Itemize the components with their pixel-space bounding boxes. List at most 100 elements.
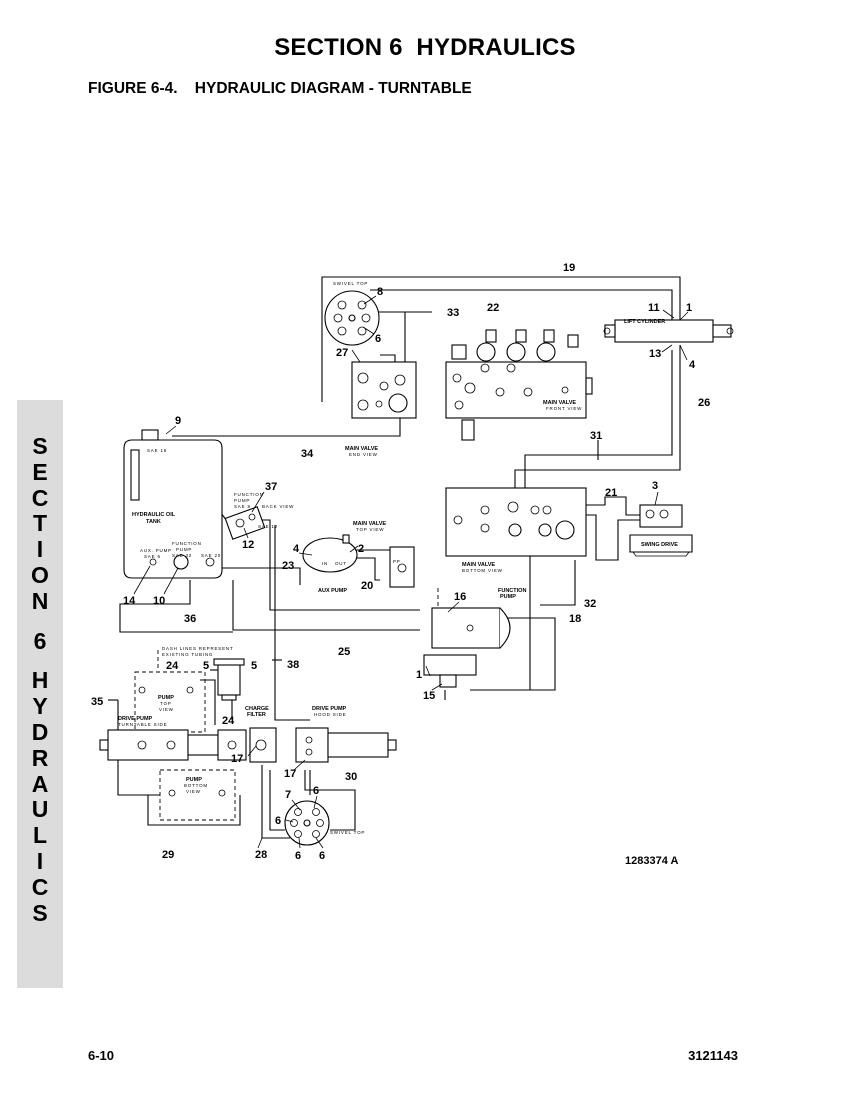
hydraulic-oil-tank xyxy=(123,429,223,579)
main-valve-front-view xyxy=(445,329,593,441)
callout-5-b: 5 xyxy=(251,660,257,672)
component-labels: SWIVEL TOP LIFT CYLINDER MAIN VALVE FRON… xyxy=(118,281,678,835)
callout-27: 27 xyxy=(336,347,348,359)
callout-33: 33 xyxy=(447,307,459,319)
label-function-pump-sae-1: FUNCTION xyxy=(172,541,202,546)
label-tank-1: HYDRAULIC OIL xyxy=(132,512,176,518)
label-dash-lines-1: DASH LINES REPRESENT xyxy=(162,646,234,651)
callout-36: 36 xyxy=(184,613,196,625)
main-valve-bottom-view xyxy=(445,487,587,557)
callout-14: 14 xyxy=(123,595,136,607)
callout-4-mid: 4 xyxy=(293,543,300,555)
label-turntable-side: TURNTABLE SIDE xyxy=(118,722,167,727)
drive-pump-hood-side xyxy=(249,727,397,763)
main-valve-end-view xyxy=(351,361,417,419)
label-lift-cylinder: LIFT CYLINDER xyxy=(624,319,665,325)
swivel-top-lower xyxy=(284,800,330,846)
callout-6-a: 6 xyxy=(313,785,319,797)
label-aux-pump-sae-2: SAE 6 xyxy=(144,554,161,559)
label-swing-drive: SWING DRIVE xyxy=(641,542,678,548)
label-swivel-top-upper: SWIVEL TOP xyxy=(333,281,368,286)
callout-25: 25 xyxy=(338,646,350,658)
label-function-pump-2: PUMP xyxy=(500,594,516,600)
label-main-valve-front: MAIN VALVE xyxy=(543,400,576,406)
drawing-number: 1283374 A xyxy=(625,855,678,867)
callout-19: 19 xyxy=(563,262,575,274)
callout-35: 35 xyxy=(91,696,103,708)
callout-3: 3 xyxy=(652,480,658,492)
page-number: 6-10 xyxy=(88,1048,115,1063)
callout-6-b: 6 xyxy=(275,815,281,827)
callout-37: 37 xyxy=(265,481,277,493)
label-function-pump-sae-2: PUMP xyxy=(176,547,192,552)
existing-tubing-dashed xyxy=(134,588,439,821)
label-swivel-top-lower: SWIVEL TOP xyxy=(330,830,365,835)
label-dash-lines-2: EXISTING TUBING xyxy=(162,652,213,657)
callout-numbers: 19 8 22 33 11 1 6 27 13 4 26 9 31 34 3 3… xyxy=(91,262,710,862)
callout-7: 7 xyxy=(285,789,291,801)
label-function-pump-1: FUNCTION xyxy=(498,588,526,594)
callout-6-d: 6 xyxy=(319,850,325,862)
label-charge-filter-1: CHARGE xyxy=(245,706,269,712)
callout-2: 2 xyxy=(358,543,364,555)
label-main-valve-bottom: MAIN VALVE xyxy=(462,562,495,568)
callout-32: 32 xyxy=(584,598,596,610)
callout-16: 16 xyxy=(454,591,466,603)
callout-38: 38 xyxy=(287,659,299,671)
drive-pump-turntable-side xyxy=(99,729,247,761)
label-in: IN xyxy=(322,561,328,566)
callout-15: 15 xyxy=(423,690,435,702)
label-charge-filter-2: FILTER xyxy=(247,712,266,718)
callout-18: 18 xyxy=(569,613,581,625)
label-top-view: TOP VIEW xyxy=(356,527,384,532)
label-function-pump-sae-3: SAE 32 xyxy=(172,553,192,558)
label-function-pump-back-2: PUMP xyxy=(234,498,250,503)
callout-17-b: 17 xyxy=(284,768,296,780)
label-back-view: BACK VIEW xyxy=(262,504,294,509)
label-function-pump-back-1: FUNCTION xyxy=(234,492,264,497)
label-pump-top-3: VIEW xyxy=(159,707,174,712)
doc-number: 3121143 xyxy=(688,1048,738,1063)
callout-34: 34 xyxy=(301,448,314,460)
swing-drive xyxy=(629,504,693,557)
callout-12: 12 xyxy=(242,539,254,551)
callout-11: 11 xyxy=(648,302,660,314)
swivel-top-upper xyxy=(324,290,380,346)
callout-6-top: 6 xyxy=(375,333,381,345)
label-pump-bottom-3: VIEW xyxy=(186,789,201,794)
callout-29: 29 xyxy=(162,849,174,861)
pump-top-view xyxy=(138,686,194,694)
callout-23: 23 xyxy=(282,560,294,572)
aux-pump xyxy=(302,534,415,588)
label-drive-pump-hood: DRIVE PUMP xyxy=(312,706,347,712)
callout-24-a: 24 xyxy=(166,660,179,672)
label-pp: PP xyxy=(393,559,401,564)
callout-22: 22 xyxy=(487,302,499,314)
label-pump-bottom-2: BOTTOM xyxy=(184,783,208,788)
label-sae-20: SAE 20 xyxy=(201,553,221,558)
callout-5-a: 5 xyxy=(203,660,209,672)
label-out: OUT xyxy=(335,561,347,566)
callout-4-top: 4 xyxy=(689,359,696,371)
figure-title: FIGURE 6-4. HYDRAULIC DIAGRAM - TURNTABL… xyxy=(88,80,472,97)
leader-lines xyxy=(133,295,689,849)
label-aux-pump-sae-1: AUX. PUMP xyxy=(140,548,172,553)
callout-26: 26 xyxy=(698,397,710,409)
charge-filter xyxy=(213,658,245,701)
label-sae-16: SAE 16 xyxy=(147,448,167,453)
callout-17-a: 17 xyxy=(231,753,243,765)
label-sae-12: SAE 12 xyxy=(258,524,278,529)
callout-6-c: 6 xyxy=(295,850,301,862)
label-pump-top-2: TOP xyxy=(160,701,172,706)
pump-bottom-view xyxy=(168,789,226,797)
label-bottom-view: BOTTOM VIEW xyxy=(462,568,503,573)
callout-21: 21 xyxy=(605,487,617,499)
label-pump-bottom-1: PUMP xyxy=(186,777,202,783)
label-hood-side: HOOD SIDE xyxy=(314,712,346,717)
label-front-view: FRONT VIEW xyxy=(546,406,582,411)
lift-cylinder xyxy=(603,319,734,343)
label-end-view: END VIEW xyxy=(349,452,378,457)
label-aux-pump: AUX PUMP xyxy=(318,588,347,594)
callout-8: 8 xyxy=(377,286,383,298)
